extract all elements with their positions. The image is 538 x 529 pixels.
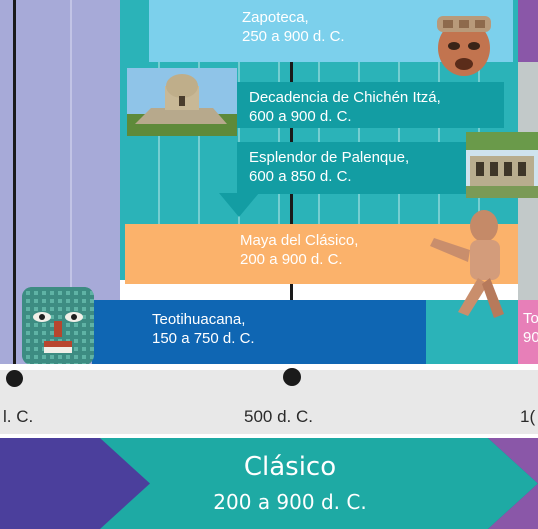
teotihuacana-label: Teotihuacana, 150 a 750 d. C.	[152, 310, 255, 348]
era-range: 200 a 900 d. C.	[213, 490, 367, 514]
right-edge-purple	[518, 0, 538, 62]
axis-band	[0, 368, 538, 434]
tolteca-name: To	[523, 310, 538, 327]
axis-marker-left	[6, 370, 23, 387]
observatory-photo-icon	[127, 68, 237, 136]
maya-label: Maya del Clásico, 200 a 900 d. C.	[240, 231, 358, 269]
chichen-label: Decadencia de Chichén Itzá, 600 a 900 d.…	[249, 88, 441, 126]
axis-band-white-gap	[0, 364, 538, 370]
axis-label-1000: 1(	[520, 407, 536, 426]
teotihuacana-range: 150 a 750 d. C.	[152, 330, 255, 347]
teotihuacana-name: Teotihuacana,	[152, 311, 246, 328]
palenque-name: Esplendor de Palenque,	[249, 149, 410, 166]
zapoteca-name: Zapoteca,	[242, 9, 309, 26]
tolteca-label: To 90	[523, 309, 538, 347]
tolteca-range: 90	[523, 329, 538, 346]
axis-label-500: 500 d. C.	[244, 407, 313, 426]
teotihuacan-mask-icon	[22, 287, 94, 378]
palenque-palace-photo-icon	[466, 132, 538, 198]
axis-marker-500	[283, 368, 301, 386]
teotihuacana-bar	[92, 300, 426, 364]
maya-name: Maya del Clásico,	[240, 232, 359, 249]
chichen-range: 600 a 900 d. C.	[249, 108, 352, 125]
tolteca-bar	[518, 300, 538, 364]
palenque-range: 600 a 850 d. C.	[249, 168, 352, 185]
lavender-column-stripe	[70, 0, 72, 368]
palenque-label: Esplendor de Palenque, 600 a 850 d. C.	[249, 148, 409, 186]
palenque-bar	[237, 142, 469, 194]
era-banner	[0, 438, 538, 529]
down-arrow-icon	[219, 193, 259, 217]
axis-label-left: l. C.	[3, 407, 34, 426]
chichen-bar	[237, 82, 504, 128]
chichen-name: Decadencia de Chichén Itzá,	[249, 89, 441, 106]
zapoteca-range: 250 a 900 d. C.	[242, 28, 345, 45]
maya-figurine-icon	[430, 210, 504, 318]
timeline-line-left	[13, 0, 16, 378]
zapoteca-label: Zapoteca, 250 a 900 d. C.	[242, 8, 345, 46]
zapotec-mask-icon	[437, 16, 491, 76]
era-title: Clásico	[243, 452, 337, 482]
maya-range: 200 a 900 d. C.	[240, 251, 343, 268]
